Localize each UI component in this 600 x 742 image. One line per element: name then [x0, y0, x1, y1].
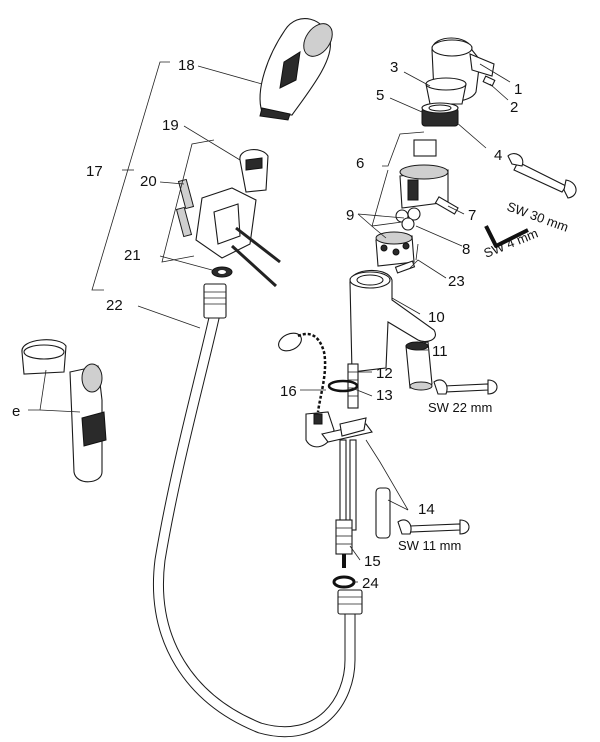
cartridge-base-9: [375, 231, 415, 267]
wrench-icon-sw30: [507, 153, 577, 199]
label-21: 21: [124, 247, 141, 264]
label-13: 13: [376, 387, 393, 404]
label-e: e: [12, 403, 20, 420]
wall-bracket: [175, 178, 281, 288]
hose-washer-21: [211, 266, 233, 278]
set-screw-2: [482, 75, 496, 87]
bidet-spray-set: [21, 339, 107, 483]
leader-lines: [28, 61, 511, 583]
label-9: 9: [346, 207, 354, 224]
o-ring-13: [327, 379, 359, 393]
part-labels: 1 2 3 4 5 6 7 8 9 10 11 12 13 14 15 16 1…: [12, 57, 522, 592]
seals-8: [395, 207, 421, 231]
label-20: 20: [140, 173, 157, 190]
shower-holder-clip: [239, 149, 269, 193]
threaded-ring-5: [421, 102, 459, 127]
tool-label-sw22: SW 22 mm: [428, 400, 492, 415]
label-10: 10: [428, 309, 445, 326]
label-1: 1: [514, 81, 522, 98]
washer-24: [332, 575, 356, 589]
label-16: 16: [280, 383, 297, 400]
shower-hose: [153, 283, 363, 738]
tool-label-sw11: SW 11 mm: [398, 538, 461, 553]
hand-shower-head: [259, 18, 333, 121]
label-24: 24: [362, 575, 379, 592]
label-14: 14: [418, 501, 435, 518]
label-23: 23: [448, 273, 465, 290]
label-2: 2: [510, 99, 518, 116]
label-6: 6: [356, 155, 364, 172]
wrench-icon-sw11: [397, 519, 470, 535]
basin-mixer-body-10: [349, 269, 436, 373]
aerator-11: [405, 341, 433, 391]
label-7: 7: [468, 207, 476, 224]
fixing-set-14: [321, 417, 391, 539]
wrench-icon-sw22: [433, 379, 498, 395]
label-18: 18: [178, 57, 195, 74]
label-22: 22: [106, 297, 123, 314]
label-17: 17: [86, 163, 103, 180]
label-12: 12: [376, 365, 393, 382]
label-11: 11: [432, 343, 448, 360]
label-8: 8: [462, 241, 470, 258]
hex-key-icon-sw4: [484, 225, 529, 248]
cartridge-6: [399, 139, 449, 209]
label-19: 19: [162, 117, 179, 134]
label-4: 4: [494, 147, 502, 164]
label-3: 3: [390, 59, 398, 76]
screw-7: [434, 196, 459, 215]
tool-label-sw30: SW 30 mm: [505, 199, 571, 235]
label-15: 15: [364, 553, 381, 570]
label-5: 5: [376, 87, 384, 104]
supply-hoses-15: [335, 519, 353, 568]
cover-cap-3: [425, 77, 467, 105]
screw-23: [394, 260, 416, 274]
